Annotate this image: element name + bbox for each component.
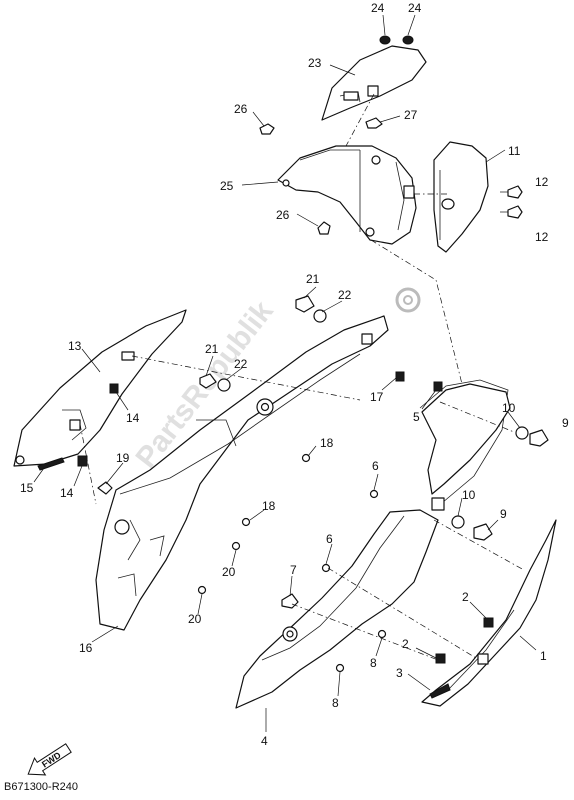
callouts: 24 24 23 26 27 11 25 12 12 26 21 22 13 2…	[20, 1, 569, 748]
part-7-bolt	[281, 593, 299, 609]
callout-21b: 21	[205, 342, 219, 356]
callout-26b: 26	[276, 208, 290, 222]
callout-22b: 22	[234, 357, 248, 371]
part-10-collars	[451, 426, 529, 529]
part-1-right-side-cover	[421, 519, 557, 707]
part-18-screws	[241, 453, 311, 527]
part-11-side-panel	[433, 141, 489, 253]
callout-1: 1	[540, 649, 547, 663]
callout-10a: 10	[502, 401, 516, 415]
callout-17: 17	[370, 390, 384, 404]
part-15-strip	[37, 457, 65, 471]
callout-16: 16	[79, 641, 93, 655]
assembly-lines	[79, 93, 525, 661]
callout-15: 15	[20, 481, 34, 495]
callout-22a: 22	[338, 288, 352, 302]
callout-27: 27	[404, 108, 418, 122]
part-26-screw	[259, 123, 331, 235]
callout-13: 13	[68, 339, 82, 353]
callout-20a: 20	[222, 565, 236, 579]
callout-6a: 6	[372, 459, 379, 473]
callout-14a: 14	[126, 411, 140, 425]
callout-4: 4	[261, 734, 268, 748]
part-3-strip	[429, 683, 451, 699]
callout-21a: 21	[306, 272, 320, 286]
callout-8a: 8	[370, 656, 377, 670]
part-22-collars	[217, 309, 327, 392]
callout-8b: 8	[332, 696, 339, 710]
part-8-screws	[335, 629, 387, 673]
part-19-bolt	[97, 481, 113, 495]
callout-2b: 2	[402, 637, 409, 651]
callout-9b: 9	[500, 507, 507, 521]
fwd-arrow-icon	[27, 743, 72, 776]
part-27-bolt	[365, 117, 383, 129]
callout-26a: 26	[234, 102, 248, 116]
diagram-code: B671300-R240	[4, 781, 79, 793]
leader-lines	[33, 14, 537, 732]
part-24-grommets	[379, 35, 414, 45]
part-14-clip	[77, 455, 88, 467]
callout-7: 7	[290, 563, 297, 577]
callout-12b: 12	[535, 230, 549, 244]
part-20-screws	[197, 541, 241, 595]
callout-5: 5	[413, 410, 420, 424]
callout-25: 25	[220, 179, 234, 193]
part-21-bolts	[199, 295, 315, 389]
part-4-upper-section	[421, 383, 511, 495]
callout-3: 3	[396, 666, 403, 680]
part-6-screws	[321, 489, 379, 573]
callout-20b: 20	[188, 612, 202, 626]
part-16-left-frame-cover	[95, 315, 389, 631]
part-12-fasteners	[500, 185, 523, 219]
callout-24b: 24	[408, 1, 422, 15]
callout-18b: 18	[262, 499, 276, 513]
gear-logo	[395, 287, 421, 313]
part-9-bolts	[473, 429, 549, 541]
callout-14b: 14	[60, 486, 74, 500]
callout-23: 23	[308, 56, 322, 70]
callout-12a: 12	[535, 175, 549, 189]
callout-6b: 6	[326, 532, 333, 546]
callout-19: 19	[116, 451, 130, 465]
part-25-upper-cowl	[277, 145, 417, 245]
part-23-cover	[321, 45, 427, 121]
part-13-left-side-cover	[13, 309, 187, 467]
part-17-clip	[395, 371, 405, 382]
callout-24a: 24	[371, 1, 385, 15]
callout-18a: 18	[320, 436, 334, 450]
fwd-arrow: FWD	[27, 743, 72, 776]
part-2-clips	[435, 617, 494, 664]
callout-11: 11	[508, 144, 521, 158]
callout-2a: 2	[462, 590, 469, 604]
callout-9a: 9	[562, 416, 569, 430]
callout-10b: 10	[462, 488, 476, 502]
part-5-clip	[433, 381, 443, 392]
